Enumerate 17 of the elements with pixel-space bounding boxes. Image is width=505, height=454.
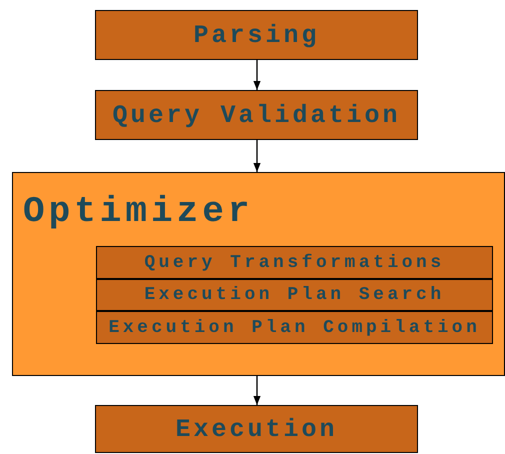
step-box: [96, 311, 493, 344]
step-box: [96, 246, 493, 279]
step-label: Query Transformations: [144, 252, 445, 272]
step-label: Execution: [175, 414, 338, 444]
step-label: Query Validation: [112, 100, 401, 130]
step-box: [96, 279, 493, 311]
arrow: [253, 140, 261, 172]
step-label: Execution Plan Search: [144, 285, 445, 305]
arrow: [253, 376, 261, 405]
arrow: [253, 60, 261, 90]
process-box: [95, 405, 418, 453]
process-box: [95, 10, 418, 60]
step-label: Parsing: [193, 20, 320, 50]
step-label: Execution Plan Compilation: [108, 318, 480, 338]
stage-panel: [12, 172, 505, 376]
panel-heading: Optimizer: [23, 191, 254, 232]
process-box: [95, 90, 418, 140]
